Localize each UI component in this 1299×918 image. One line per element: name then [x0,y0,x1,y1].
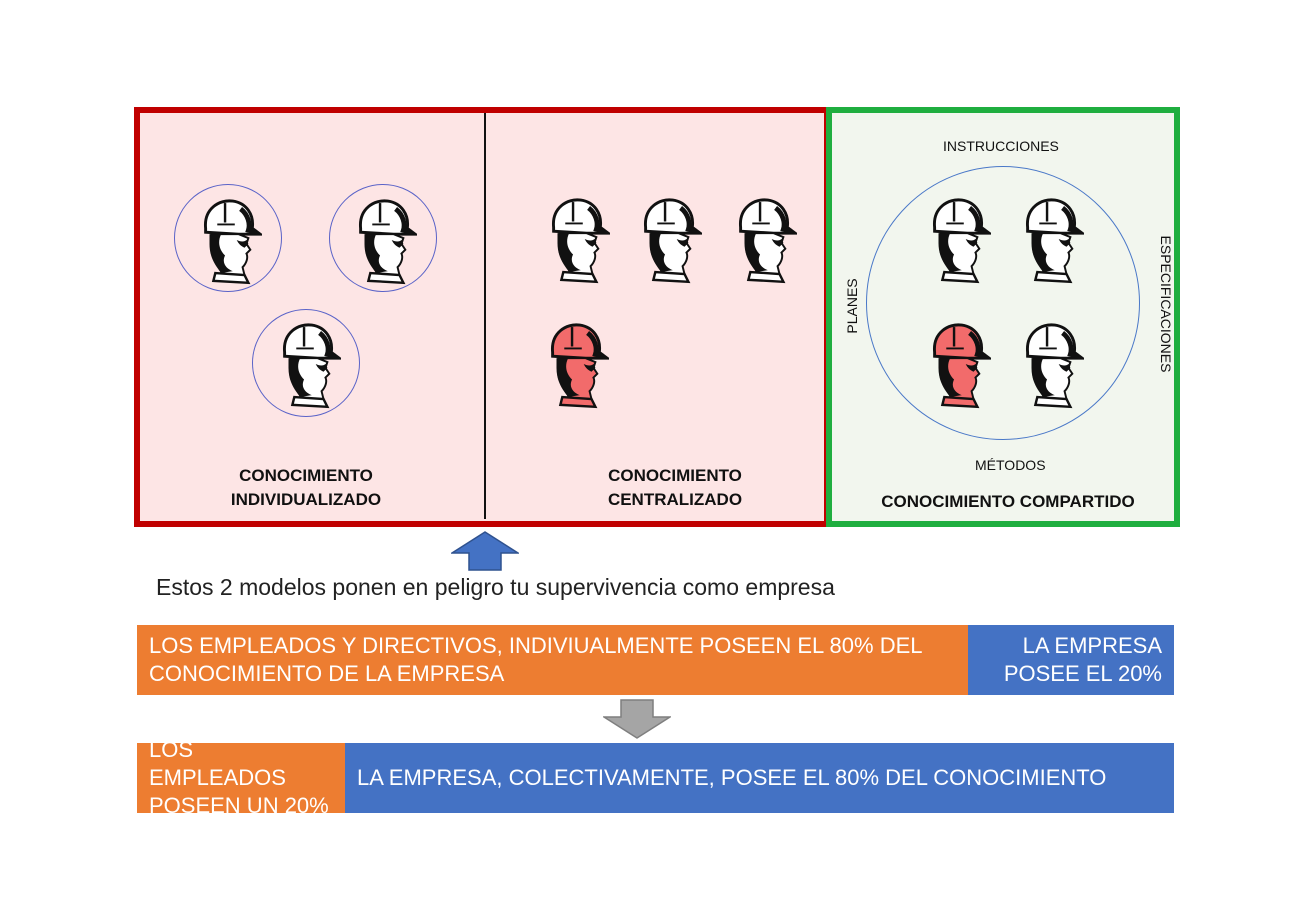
panel-divider [484,113,486,519]
individual-circle [329,184,437,292]
worker-head-icon [1014,193,1084,285]
metodos-label: MÉTODOS [975,457,1046,473]
highlighted-worker-head-icon [921,318,991,410]
worker-head-icon [632,193,702,285]
centralized-knowledge-label: CONOCIMIENTO CENTRALIZADO [607,466,743,509]
worker-head-icon [921,193,991,285]
worker-head-icon [271,318,341,410]
company-share-segment: LA EMPRESA POSEE EL 20% [968,625,1174,695]
individual-circle [174,184,282,292]
knowledge-bar-current: LOS EMPLEADOS Y DIRECTIVOS, INDIVIUALMEN… [137,625,1174,695]
knowledge-bar-target: LOS EMPLEADOS POSEEN UN 20% LA EMPRESA, … [137,737,1174,818]
knowledge-risk-panel [134,107,830,527]
arrow-up-icon [449,531,521,571]
worker-head-icon [727,193,797,285]
worker-head-icon [347,194,417,286]
arrow-down-icon [601,699,673,739]
worker-head-icon [540,193,610,285]
individual-circle [252,309,360,417]
instrucciones-label: INSTRUCCIONES [943,138,1059,154]
employees-share-segment: LOS EMPLEADOS POSEEN UN 20% [137,737,345,818]
worker-head-icon [192,194,262,286]
caption-text: Estos 2 modelos ponen en peligro tu supe… [156,574,835,600]
employees-share-segment: LOS EMPLEADOS Y DIRECTIVOS, INDIVIUALMEN… [137,625,968,695]
company-share-segment: LA EMPRESA, COLECTIVAMENTE, POSEE EL 80%… [345,743,1174,813]
shared-knowledge-label: CONOCIMIENTO COMPARTIDO [881,492,1135,511]
especificaciones-label: ESPECIFICACIONES [1158,235,1174,373]
planes-label: PLANES [844,278,860,334]
highlighted-worker-head-icon [539,318,609,410]
shared-circle [866,166,1140,440]
worker-head-icon [1014,318,1084,410]
individual-knowledge-label: CONOCIMIENTO INDIVIDUALIZADO [230,466,382,509]
